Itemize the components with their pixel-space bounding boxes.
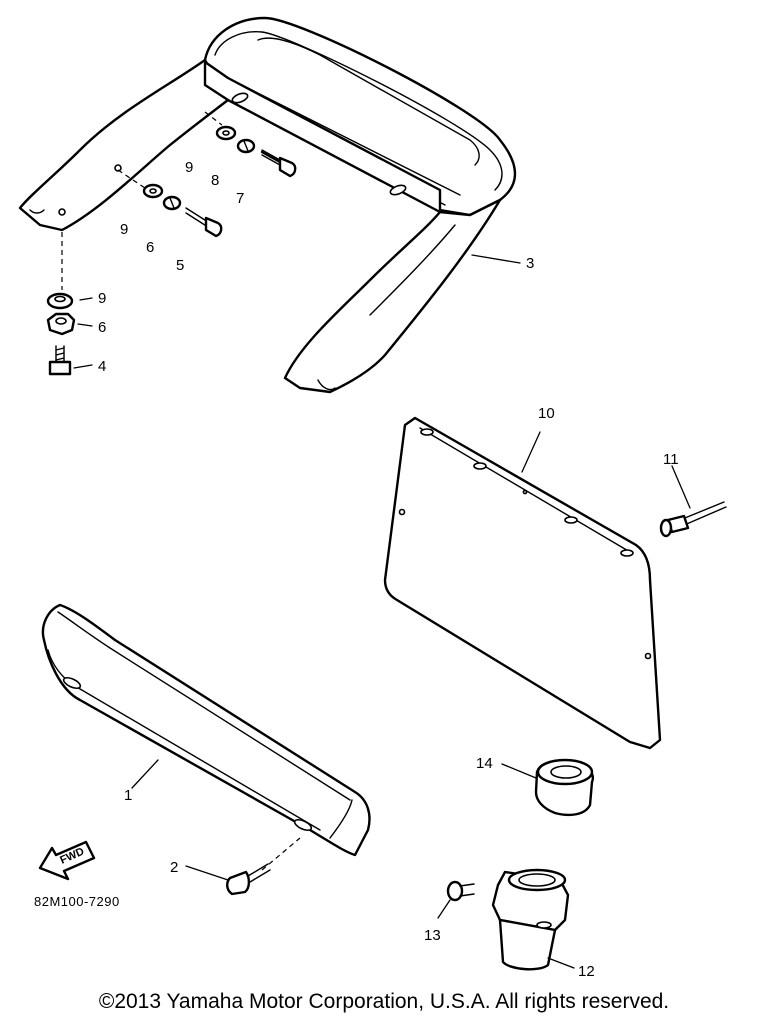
callout-13: 13 (424, 927, 441, 944)
callout-8: 8 (211, 172, 219, 189)
callout-14: 14 (476, 755, 493, 772)
part-14-grommet (534, 758, 594, 817)
part-9-washer-lower (46, 292, 74, 310)
part-9-washer-middle (142, 183, 164, 199)
callout-6-lower: 6 (98, 319, 106, 336)
fwd-arrow-icon: FWD (38, 840, 96, 881)
callout-10: 10 (538, 405, 555, 422)
callout-11: 11 (663, 451, 679, 468)
callout-9-lower: 9 (98, 290, 106, 307)
callout-7: 7 (236, 190, 244, 207)
callout-9-middle: 9 (120, 221, 128, 238)
part-1-rear-bar (41, 603, 371, 857)
callout-4: 4 (98, 358, 106, 375)
part-5-bolt (185, 207, 223, 238)
part-12-socket (491, 868, 570, 971)
part-10-plate-panel (383, 416, 662, 750)
part-3-carrier-frame (18, 16, 517, 394)
diagram-code: 82M100-7290 (34, 894, 120, 909)
callout-9-upper: 9 (185, 159, 193, 176)
part-2-screw (226, 837, 301, 896)
exploded-parts-diagram: FWD 9 8 7 9 6 5 3 9 6 4 10 11 14 1 2 13 … (18, 16, 727, 980)
callout-1: 1 (124, 787, 132, 804)
callout-12: 12 (578, 963, 595, 980)
part-11-rivet (659, 501, 727, 538)
callout-6-middle: 6 (146, 239, 154, 256)
part-13-bulb (446, 880, 475, 902)
callout-5: 5 (176, 257, 184, 274)
callout-3: 3 (526, 255, 534, 272)
copyright-notice: ©2013 Yamaha Motor Corporation, U.S.A. A… (98, 990, 670, 1013)
part-9-washer-upper (215, 125, 237, 141)
part-4-bolt (48, 345, 72, 376)
part-6-lock-washer-middle (162, 195, 182, 211)
part-8-lock-washer (236, 138, 256, 154)
part-7-bolt (260, 149, 297, 178)
part-6-nut-lower (46, 312, 76, 336)
callout-2: 2 (170, 859, 178, 876)
